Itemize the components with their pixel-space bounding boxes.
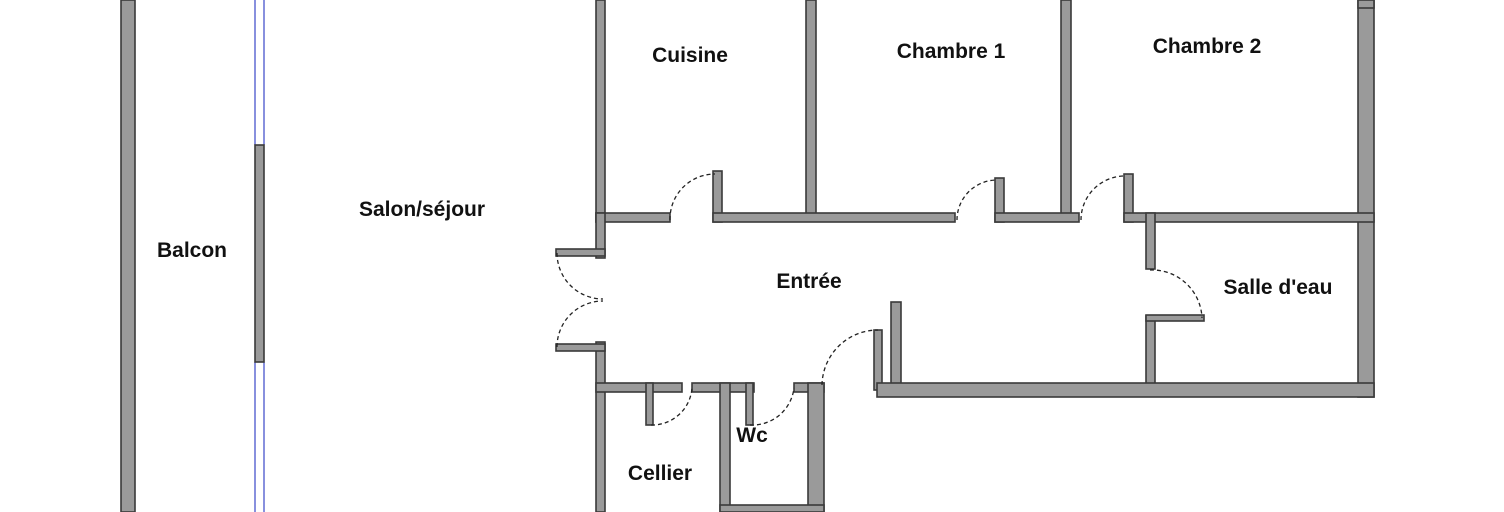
room-label-cellier: Cellier [627,462,693,485]
jamb-left-bottom [555,343,606,352]
door-bedroom2 [1080,175,1127,221]
door-kitchen [669,173,716,221]
wall-entree-left-bottom [595,341,606,512]
room-label-salle-eau: Salle d'eau [1223,276,1333,299]
balcony-outer-wall [120,0,136,512]
wall-cellier-door-jamb [645,382,654,426]
wall-corridor-top-1 [595,212,671,223]
wall-wc-bottom [719,504,825,512]
room-label-chambre2: Chambre 2 [1152,35,1262,58]
wall-cellier-wc [719,382,731,512]
room-label-entree: Entrée [776,270,842,293]
wall-exterior-right [1357,0,1375,398]
jamb-bathroom [1145,314,1205,322]
wall-corridor-top-5 [994,212,1080,223]
door-swings [556,173,1203,426]
room-label-cuisine: Cuisine [652,44,728,67]
room-label-balcon: Balcon [156,239,228,262]
wall-corridor-bottom-1 [595,382,683,393]
door-bathroom [1149,269,1203,319]
door-corridor-bottom [821,329,879,386]
room-label-chambre1: Chambre 1 [896,40,1006,63]
wall-bathroom-left-top [1145,212,1156,270]
door-wc [749,387,795,426]
wall-wc-door-jamb [745,382,754,426]
door-bedroom1 [956,179,998,221]
wall-corridor-stub-2 [890,301,902,393]
wall-wc-right [807,382,825,512]
wall-bottom-right [876,382,1375,398]
room-label-wc: Wc [736,424,768,447]
wall-kitchen-bedroom1 [805,0,817,217]
door-entree-bottom-leaf [556,300,604,348]
wall-top-right-corner [1357,0,1375,9]
wall-kitchen-left [595,0,606,223]
wall-corridor-top-3 [712,212,956,223]
wall-bedroom1-bedroom2 [1060,0,1072,217]
wall-entree-left-top [595,212,606,259]
wall-corridor-top-7 [1123,212,1375,223]
room-label-salon: Salon/séjour [358,198,486,221]
door-cellier [650,387,693,426]
jamb-left-top [555,248,606,257]
wall-bathroom-left-bottom [1145,315,1156,389]
window-facade [254,0,265,512]
wall-corridor-stub-1 [873,329,883,391]
door-entree-top-leaf [556,252,604,300]
